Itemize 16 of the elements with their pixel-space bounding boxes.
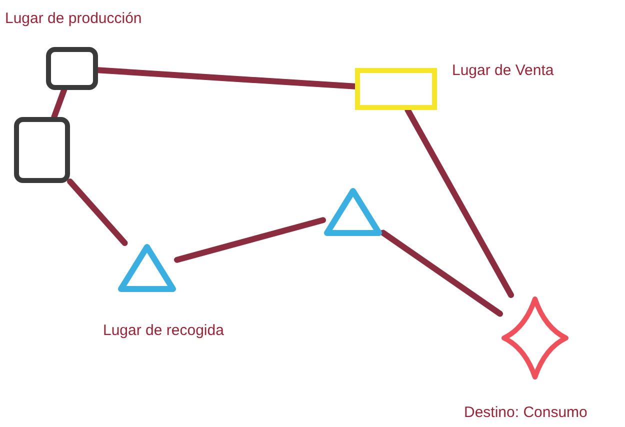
triangle-shape bbox=[117, 243, 177, 293]
connector-line bbox=[95, 67, 358, 90]
triangle-shape bbox=[323, 187, 383, 237]
place-label: Lugar de Venta bbox=[452, 62, 554, 79]
rectangle-shape bbox=[355, 68, 437, 110]
connector-line bbox=[51, 87, 68, 120]
connector-line bbox=[174, 217, 326, 263]
square-shape bbox=[14, 117, 70, 183]
connector-line bbox=[380, 230, 503, 317]
square-shape bbox=[46, 47, 98, 90]
place-label: Lugar de producción bbox=[5, 10, 142, 27]
place-label: Destino: Consumo bbox=[464, 404, 588, 421]
connector-line bbox=[67, 178, 128, 246]
place-label: Lugar de recogida bbox=[103, 322, 224, 339]
star-shape bbox=[500, 295, 570, 381]
connector-line bbox=[404, 107, 514, 298]
